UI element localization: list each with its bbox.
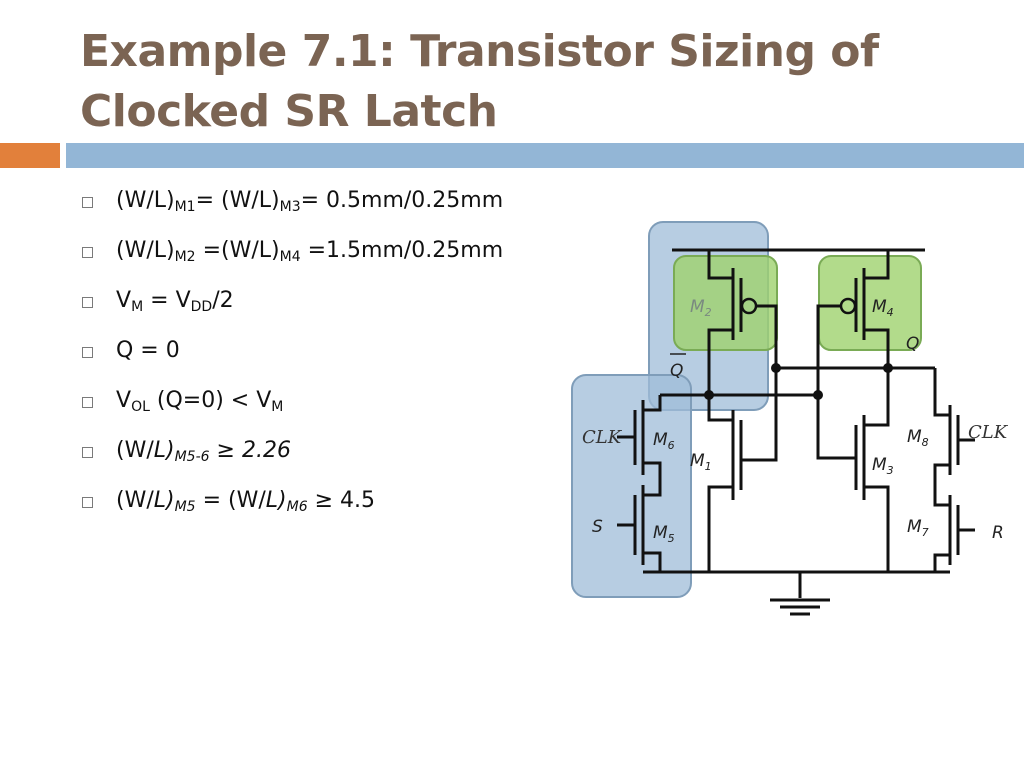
slide-title: Example 7.1: Transistor Sizing of Clocke… bbox=[80, 26, 879, 137]
label-m3: M3 bbox=[872, 455, 894, 477]
bullet-item: (W/L)M2 =(W/L)M4 =1.5mm/0.25mm bbox=[82, 238, 503, 288]
circuit-wires bbox=[617, 248, 975, 616]
label-r: R bbox=[992, 523, 1004, 543]
bullet-item: (W/L)M5 = (W/L)M6 ≥ 4.5 bbox=[82, 488, 503, 538]
junction-dot bbox=[771, 363, 781, 373]
accent-bar-blue bbox=[66, 143, 1024, 168]
bullet-list: (W/L)M1= (W/L)M3= 0.5mm/0.25mm (W/L)M2 =… bbox=[82, 188, 503, 538]
highlight-m4-green-box bbox=[818, 255, 922, 351]
bullet-item: VM = VDD/2 bbox=[82, 288, 503, 338]
label-clk-left: CLK bbox=[582, 427, 623, 448]
bullet-square-icon bbox=[82, 397, 93, 408]
bullet-square-icon bbox=[82, 247, 93, 258]
bullet-item: (W/L)M5-6 ≥ 2.26 bbox=[82, 438, 503, 488]
label-m7: M7 bbox=[907, 517, 929, 539]
bullet-square-icon bbox=[82, 347, 93, 358]
label-m6: M6 bbox=[653, 430, 675, 452]
accent-bar-orange bbox=[0, 143, 60, 168]
highlight-m5-m6-box bbox=[571, 374, 692, 598]
label-m1: M1 bbox=[690, 451, 712, 473]
label-q-bar: Q bbox=[670, 361, 683, 381]
bullet-square-icon bbox=[82, 297, 93, 308]
bullet-item: Q = 0 bbox=[82, 338, 503, 388]
bullet-item: VOL (Q=0) < VM bbox=[82, 388, 503, 438]
bullet-square-icon bbox=[82, 197, 93, 208]
highlight-m2-green-box bbox=[673, 255, 778, 351]
label-m4: M4 bbox=[872, 297, 894, 319]
bullet-item: (W/L)M1= (W/L)M3= 0.5mm/0.25mm bbox=[82, 188, 503, 238]
bullet-square-icon bbox=[82, 497, 93, 508]
label-clk-right: CLK bbox=[968, 422, 1009, 443]
junction-dot bbox=[704, 390, 714, 400]
label-m5: M5 bbox=[653, 523, 675, 545]
bullet-square-icon bbox=[82, 447, 93, 458]
junction-dot bbox=[883, 363, 893, 373]
junction-dot bbox=[813, 390, 823, 400]
label-q: Q bbox=[906, 334, 919, 354]
label-m2: M2 bbox=[690, 297, 712, 319]
label-m8: M8 bbox=[907, 427, 929, 449]
m4-gate-bubble bbox=[839, 297, 857, 315]
label-s: S bbox=[592, 517, 603, 537]
